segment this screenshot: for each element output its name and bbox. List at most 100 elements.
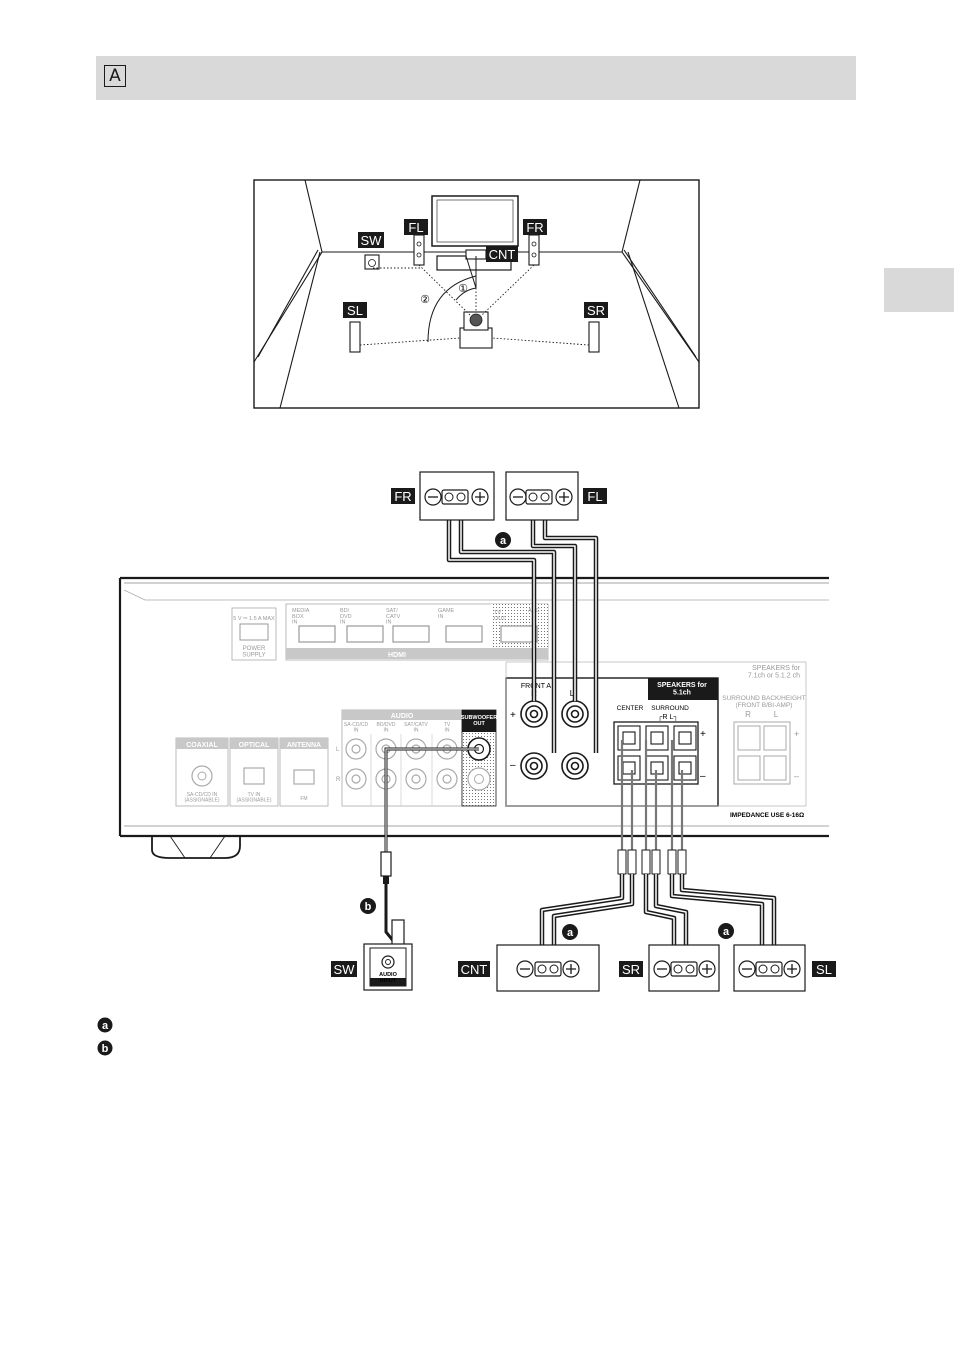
sw-label: SW bbox=[334, 962, 356, 977]
legend-a-icon: a bbox=[102, 1020, 109, 1032]
optical-input: OPTICAL TV IN(ASSIGNABLE) bbox=[229, 737, 279, 807]
cable-a-callout-center: a bbox=[562, 924, 578, 940]
cable-a-callout: a bbox=[495, 532, 511, 548]
section-header-bar bbox=[96, 56, 856, 100]
room-layout: ① ② FL FR CNT SW SL SR bbox=[253, 179, 700, 409]
front-l-label: L bbox=[570, 689, 575, 698]
coaxial-input: COAXIAL SA-CD/CD IN(ASSIGNABLE) bbox=[175, 737, 229, 807]
antenna-input: ANTENNA FM bbox=[279, 737, 329, 807]
antenna-title: ANTENNA bbox=[287, 742, 321, 749]
angle-mark-1: ① bbox=[458, 283, 468, 295]
section-letter: A bbox=[109, 65, 121, 86]
legend-item-b: b bbox=[97, 1040, 113, 1056]
fr-label: FR bbox=[394, 489, 411, 504]
sl-label: SL bbox=[816, 962, 832, 977]
room-label-sl: SL bbox=[347, 303, 363, 318]
angle-arcs bbox=[427, 255, 477, 343]
svg-text:b: b bbox=[365, 901, 372, 913]
front-binding-posts bbox=[520, 700, 589, 780]
side-chapter-tab bbox=[884, 268, 954, 312]
coaxial-sub: SA-CD/CD IN(ASSIGNABLE) bbox=[184, 792, 219, 803]
speakers71-r: R bbox=[745, 710, 751, 719]
audio-row-r: R bbox=[336, 777, 341, 783]
svg-text:a: a bbox=[567, 927, 574, 939]
antenna-sub: FM bbox=[300, 796, 307, 802]
center-label: CENTER bbox=[617, 705, 644, 712]
room-label-fr: FR bbox=[526, 220, 543, 235]
usb-rating-label: 5 V ⎓ 1.5 A MAX bbox=[233, 616, 275, 622]
front-minus: – bbox=[510, 760, 516, 771]
surround-label: SURROUND bbox=[651, 705, 689, 712]
fl-label: FL bbox=[587, 489, 602, 504]
terminal-minus: – bbox=[700, 771, 706, 782]
sr-label: SR bbox=[622, 962, 640, 977]
tv-icon bbox=[431, 195, 519, 271]
svg-text:–: – bbox=[794, 771, 799, 781]
angle-mark-2: ② bbox=[420, 294, 430, 306]
optical-title: OPTICAL bbox=[239, 742, 270, 749]
section-letter-box: A bbox=[104, 65, 126, 87]
surround-rl-label: ┌R L┐ bbox=[658, 714, 679, 721]
audio-row-l: L bbox=[336, 747, 340, 753]
legend-b-icon: b bbox=[102, 1043, 109, 1055]
cable-a-callout-surround: a bbox=[718, 923, 734, 939]
fr-terminal-box bbox=[419, 471, 495, 521]
room-label-sr: SR bbox=[587, 303, 605, 318]
sr-terminal-box bbox=[648, 944, 720, 992]
coaxial-title: COAXIAL bbox=[186, 742, 218, 749]
cnt-terminal-box bbox=[496, 944, 600, 992]
room-speaker-labels: FL FR CNT SW SL SR bbox=[343, 219, 608, 318]
svg-text:+: + bbox=[794, 729, 799, 739]
subwoofer-cable bbox=[380, 747, 479, 949]
impedance-label: IMPEDANCE USE 6-16Ω bbox=[730, 812, 804, 819]
sl-speaker-icon bbox=[349, 321, 361, 353]
cnt-label: CNT bbox=[461, 962, 488, 977]
sr-speaker-icon bbox=[588, 321, 600, 353]
sl-terminal-box bbox=[733, 944, 806, 992]
terminal-plus: + bbox=[700, 729, 706, 740]
speakers71-l: L bbox=[774, 710, 779, 719]
speaker-cables bbox=[446, 506, 777, 960]
speakers71-title: SURROUND BACK/HEIGHT(FRONT B/BI-AMP) bbox=[722, 695, 805, 709]
room-label-cnt: CNT bbox=[489, 247, 516, 262]
room-label-sw: SW bbox=[361, 233, 383, 248]
spring-clip-terminals bbox=[617, 725, 697, 781]
cable-b-callout: b bbox=[360, 898, 376, 914]
fl-terminal-box bbox=[505, 471, 579, 521]
sw-speaker-icon bbox=[364, 254, 380, 270]
legend-item-a: a bbox=[97, 1017, 113, 1033]
fr-speaker-icon bbox=[528, 234, 540, 266]
fl-speaker-icon bbox=[413, 234, 425, 266]
svg-text:a: a bbox=[500, 535, 507, 547]
audio-title: AUDIO bbox=[391, 713, 414, 720]
optical-sub: TV IN(ASSIGNABLE) bbox=[236, 792, 271, 803]
svg-text:a: a bbox=[723, 926, 730, 938]
hdmi-label: HDMI bbox=[388, 652, 406, 659]
room-label-fl: FL bbox=[408, 220, 423, 235]
listener-chair-icon bbox=[459, 311, 493, 349]
front-plus: + bbox=[510, 710, 516, 721]
